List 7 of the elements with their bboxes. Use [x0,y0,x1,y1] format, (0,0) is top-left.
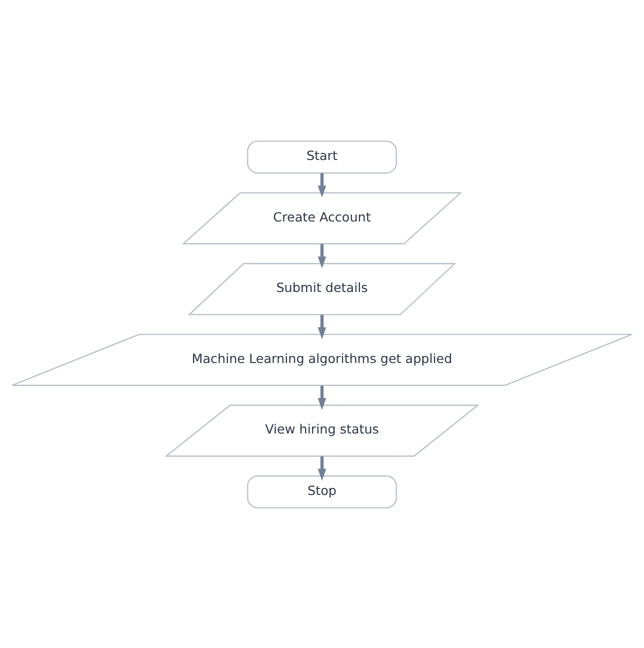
arrow [318,385,326,410]
arrow [318,314,326,339]
arrow [318,456,326,480]
node-box: Start [247,140,397,174]
arrow [318,244,326,268]
arrow [318,172,326,198]
node-box: Stop [247,474,397,508]
